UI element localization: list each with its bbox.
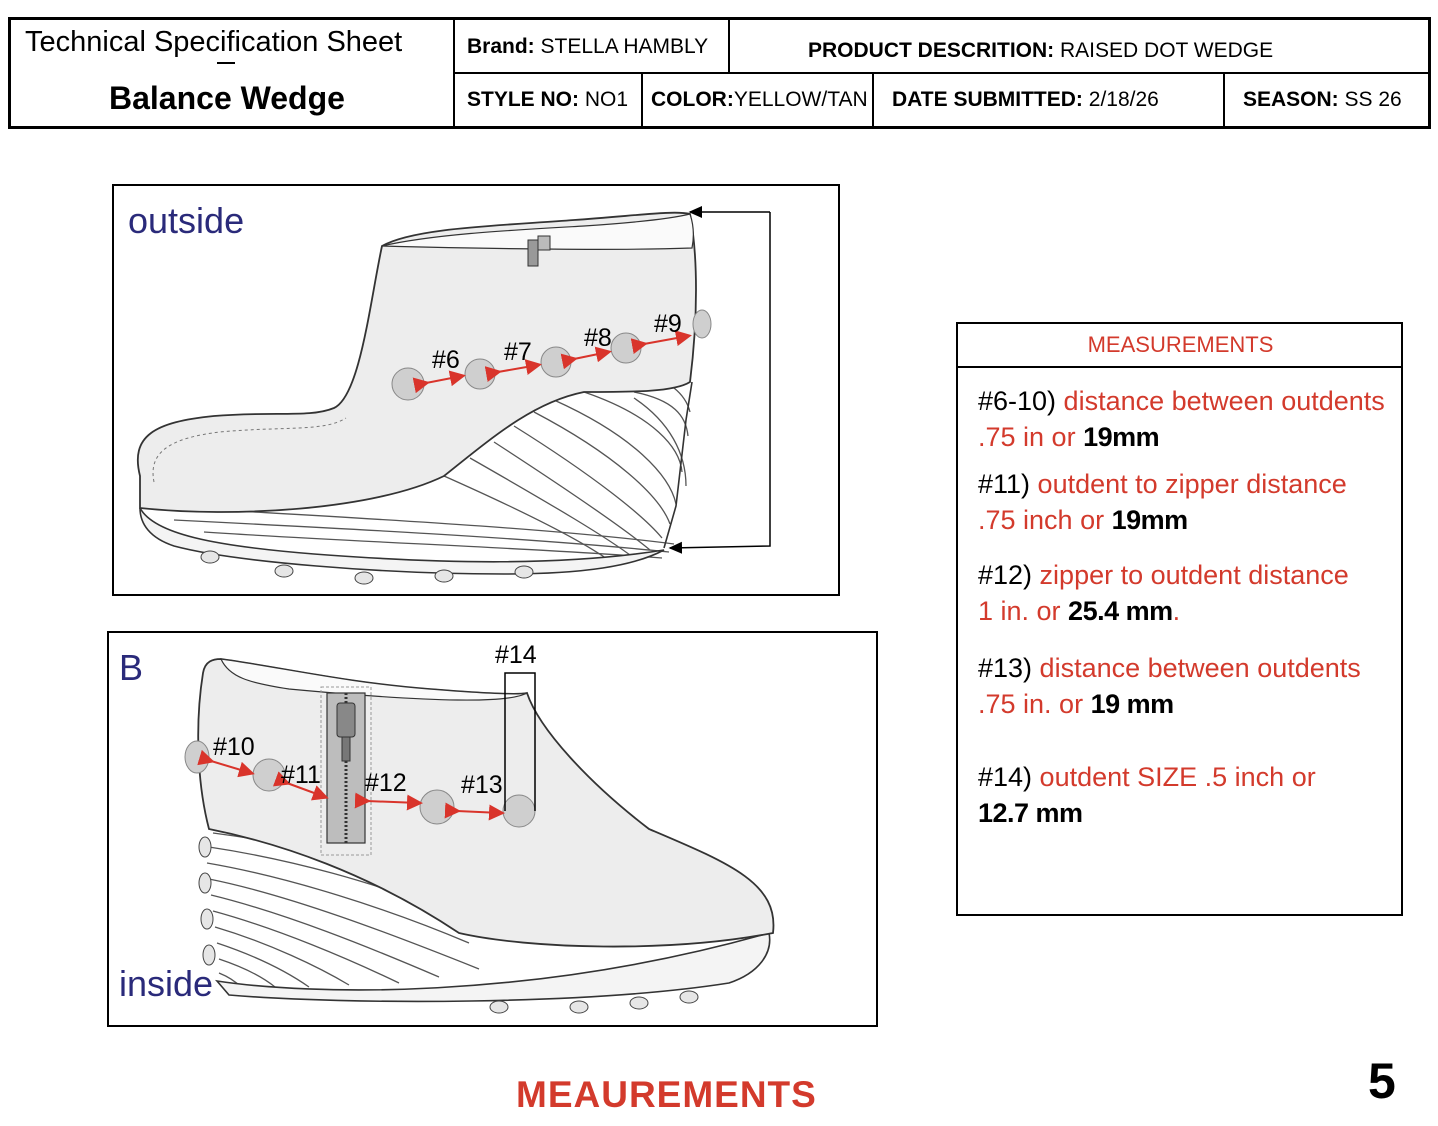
style-name: Balance Wedge	[109, 80, 345, 116]
callout-11: #11	[281, 761, 321, 789]
footer-title: MEAUREMENTS	[516, 1074, 817, 1115]
inside-shoe-drawing	[184, 658, 775, 1014]
measurement-value-3: 1 in. or 25.4 mm.	[978, 596, 1180, 627]
measurement-imperial: .75 in. or	[978, 689, 1091, 719]
measurement-item-3: #12) zipper to outdent distance	[978, 560, 1349, 591]
measurement-desc: distance between outdents	[1056, 386, 1385, 416]
season-field: SEASON: SS 26	[1243, 74, 1402, 126]
callout-12: #12	[365, 769, 407, 797]
measurement-id: #13)	[978, 653, 1033, 683]
measurement-id: #6-10)	[978, 386, 1057, 416]
measurement-id: #12)	[978, 560, 1033, 590]
inside-label: inside	[119, 963, 214, 1004]
inside-view-panel: B inside #10 #11 #12 #13 #14	[107, 631, 878, 1027]
product-value: RAISED DOT WEDGE	[1054, 39, 1274, 62]
style-no-label: STYLE NO:	[467, 88, 580, 111]
measurement-item-4: #13) distance between outdents	[978, 653, 1361, 684]
color-value: YELLOW/TAN	[733, 88, 868, 111]
callout-10: #10	[213, 733, 255, 761]
divider	[872, 72, 874, 126]
measurement-item-2: #11) outdent to zipper distance	[978, 469, 1347, 500]
measurement-metric: 25.4 mm	[1068, 596, 1173, 626]
measurements-box: MEASUREMENTS #6-10) distance between out…	[956, 322, 1403, 916]
callout-6: #6	[432, 346, 460, 374]
measurement-value-1: .75 in or 19mm	[978, 422, 1160, 453]
date-submitted-field: DATE SUBMITTED: 2/18/26	[892, 74, 1159, 126]
outside-label: outside	[128, 200, 245, 241]
outside-view-panel: outside #6 #7 #8 #9	[112, 184, 840, 596]
measurements-heading: MEASUREMENTS	[958, 324, 1403, 368]
measurement-metric: 12.7 mm	[978, 798, 1083, 828]
measurement-value-2: .75 inch or 19mm	[978, 505, 1188, 536]
season-label: SEASON:	[1243, 88, 1339, 111]
divider	[641, 72, 643, 126]
callout-13: #13	[461, 771, 503, 799]
color-field: COLOR:YELLOW/TAN	[651, 74, 868, 126]
title-dash	[217, 62, 235, 64]
product-description-field: PRODUCT DESCRITION: RAISED DOT WEDGE	[808, 24, 1273, 78]
page-number: 5	[1368, 1053, 1396, 1109]
callout-14: #14	[495, 641, 537, 669]
measurement-imperial: .75 in or	[978, 422, 1084, 452]
measurement-desc: outdent SIZE .5 inch or	[1032, 762, 1316, 792]
date-label: DATE SUBMITTED:	[892, 88, 1083, 111]
measurement-desc: distance between outdents	[1032, 653, 1361, 683]
season-value: SS 26	[1338, 88, 1402, 111]
view-label-b: B	[119, 647, 144, 688]
measurement-value-5: 12.7 mm	[978, 798, 1083, 829]
product-label: PRODUCT DESCRITION:	[808, 39, 1055, 62]
measurement-metric: 19mm	[1083, 422, 1160, 452]
measurement-desc: zipper to outdent distance	[1032, 560, 1349, 590]
style-no-value: NO1	[579, 88, 629, 111]
divider	[453, 72, 1428, 74]
callout-8: #8	[584, 324, 612, 352]
sheet-title: Technical Specification Sheet	[25, 26, 403, 58]
style-no-field: STYLE NO: NO1	[467, 74, 628, 126]
measurement-id: #14)	[978, 762, 1033, 792]
divider	[1223, 72, 1225, 126]
measurement-imperial: .75 inch or	[978, 505, 1112, 535]
measurement-metric: 19mm	[1111, 505, 1189, 535]
measurement-metric: 19 mm	[1090, 689, 1175, 719]
brand-field: Brand: STELLA HAMBLY	[467, 20, 708, 74]
spec-header: Technical Specification Sheet Balance We…	[8, 17, 1431, 129]
color-label: COLOR:	[651, 88, 734, 111]
brand-label: Brand:	[467, 35, 535, 58]
measurement-id: #11)	[978, 469, 1031, 499]
measurement-imperial: 1 in. or	[978, 596, 1069, 626]
measurement-desc: outdent to zipper distance	[1030, 469, 1347, 499]
date-value: 2/18/26	[1082, 88, 1159, 111]
divider	[728, 20, 730, 74]
measurement-item-5: #14) outdent SIZE .5 inch or	[978, 762, 1316, 793]
callout-7: #7	[504, 338, 532, 366]
measurement-tail: .	[1172, 596, 1181, 626]
brand-value: STELLA HAMBLY	[534, 35, 709, 58]
outside-shoe-drawing	[136, 206, 771, 585]
measurement-item-1: #6-10) distance between outdents	[978, 386, 1385, 417]
callout-9: #9	[654, 310, 682, 338]
measurement-value-4: .75 in. or 19 mm	[978, 689, 1174, 720]
